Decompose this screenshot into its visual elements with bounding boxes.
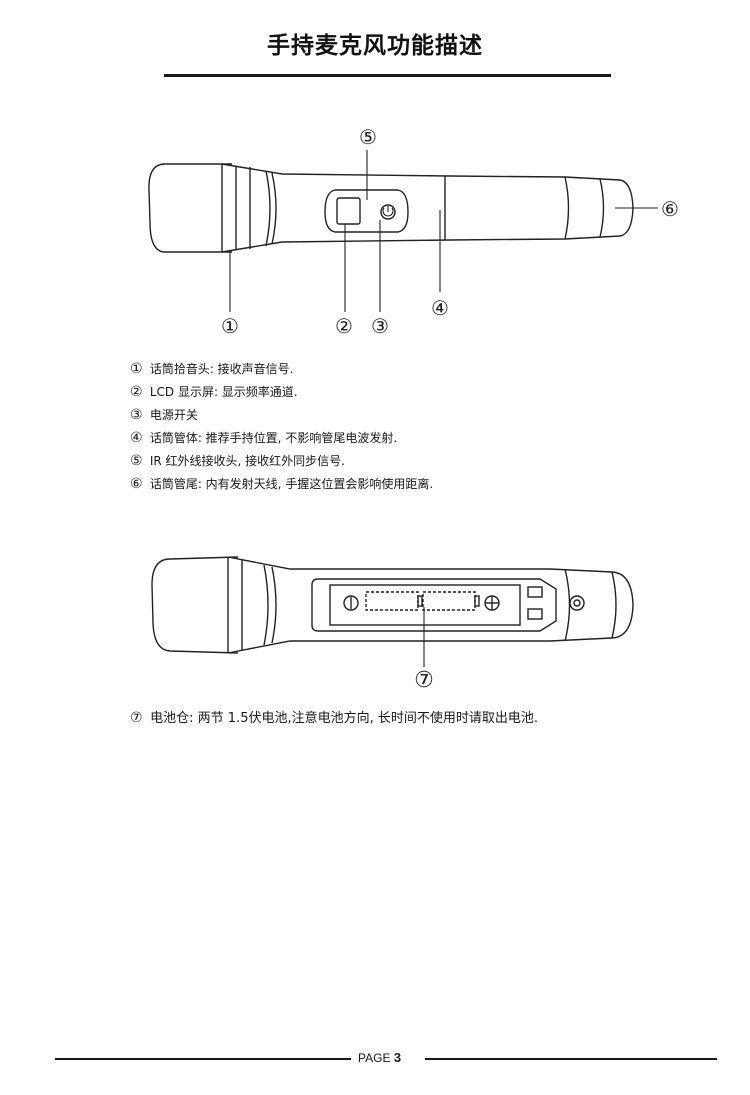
- footer-rule-right: [425, 1058, 717, 1060]
- callout-4: ④: [431, 296, 449, 320]
- callout-5: ⑤: [359, 125, 377, 149]
- mic-body-outline: [221, 163, 634, 253]
- legend-item: ① 话筒拾音头: 接收声音信号.: [130, 361, 294, 377]
- callout-7: ⑦: [414, 668, 434, 693]
- legend-item: ② LCD 显示屏: 显示频率通道.: [130, 384, 298, 400]
- legend-item: ⑤ IR 红外线接收头, 接收红外同步信号.: [130, 453, 345, 469]
- battery-slot: [329, 584, 521, 626]
- title-underline: [164, 74, 611, 77]
- control-panel: [324, 189, 409, 233]
- mic-head-outline: [148, 163, 232, 253]
- function-legend: ① 话筒拾音头: 接收声音信号. ② LCD 显示屏: 显示频率通道. ③ 电源…: [130, 358, 433, 496]
- legend-item: ③ 电源开关: [130, 407, 198, 423]
- mic2-body-outline: [227, 556, 634, 654]
- callout-6: ⑥: [661, 197, 679, 221]
- page-title: 手持麦克风功能描述: [267, 33, 483, 59]
- lcd-screen: [336, 197, 361, 225]
- callout-3: ③: [371, 314, 389, 338]
- legend-item: ⑥ 话筒管尾: 内有发射天线, 手握这位置会影响使用距离.: [130, 476, 434, 492]
- mic-ring-1: [221, 164, 251, 252]
- legend-item: ④ 话筒管体: 推荐手持位置, 不影响管尾电波发射.: [130, 430, 398, 446]
- battery-2: [422, 591, 476, 611]
- callout-1: ①: [221, 314, 239, 338]
- battery-tray: [311, 578, 557, 632]
- battery-note: ⑦ 电池仓: 两节 1.5伏电池,注意电池方向, 长时间不使用时请取出电池.: [130, 710, 538, 726]
- minus-terminal-icon: [343, 595, 359, 611]
- battery-1: [365, 591, 419, 611]
- page-footer: PAGE 3: [0, 1050, 750, 1070]
- microphone-function-diagram: ⑤ ⑥ ④ ① ② ③: [148, 125, 679, 338]
- page-number: PAGE 3: [358, 1050, 402, 1065]
- mic2-head-outline: [151, 556, 239, 654]
- latch-screw: [569, 595, 585, 611]
- footer-rule-left: [55, 1058, 351, 1060]
- power-button: [380, 204, 396, 220]
- callout-2: ②: [335, 314, 353, 338]
- battery-compartment-diagram: ⑦: [151, 556, 634, 693]
